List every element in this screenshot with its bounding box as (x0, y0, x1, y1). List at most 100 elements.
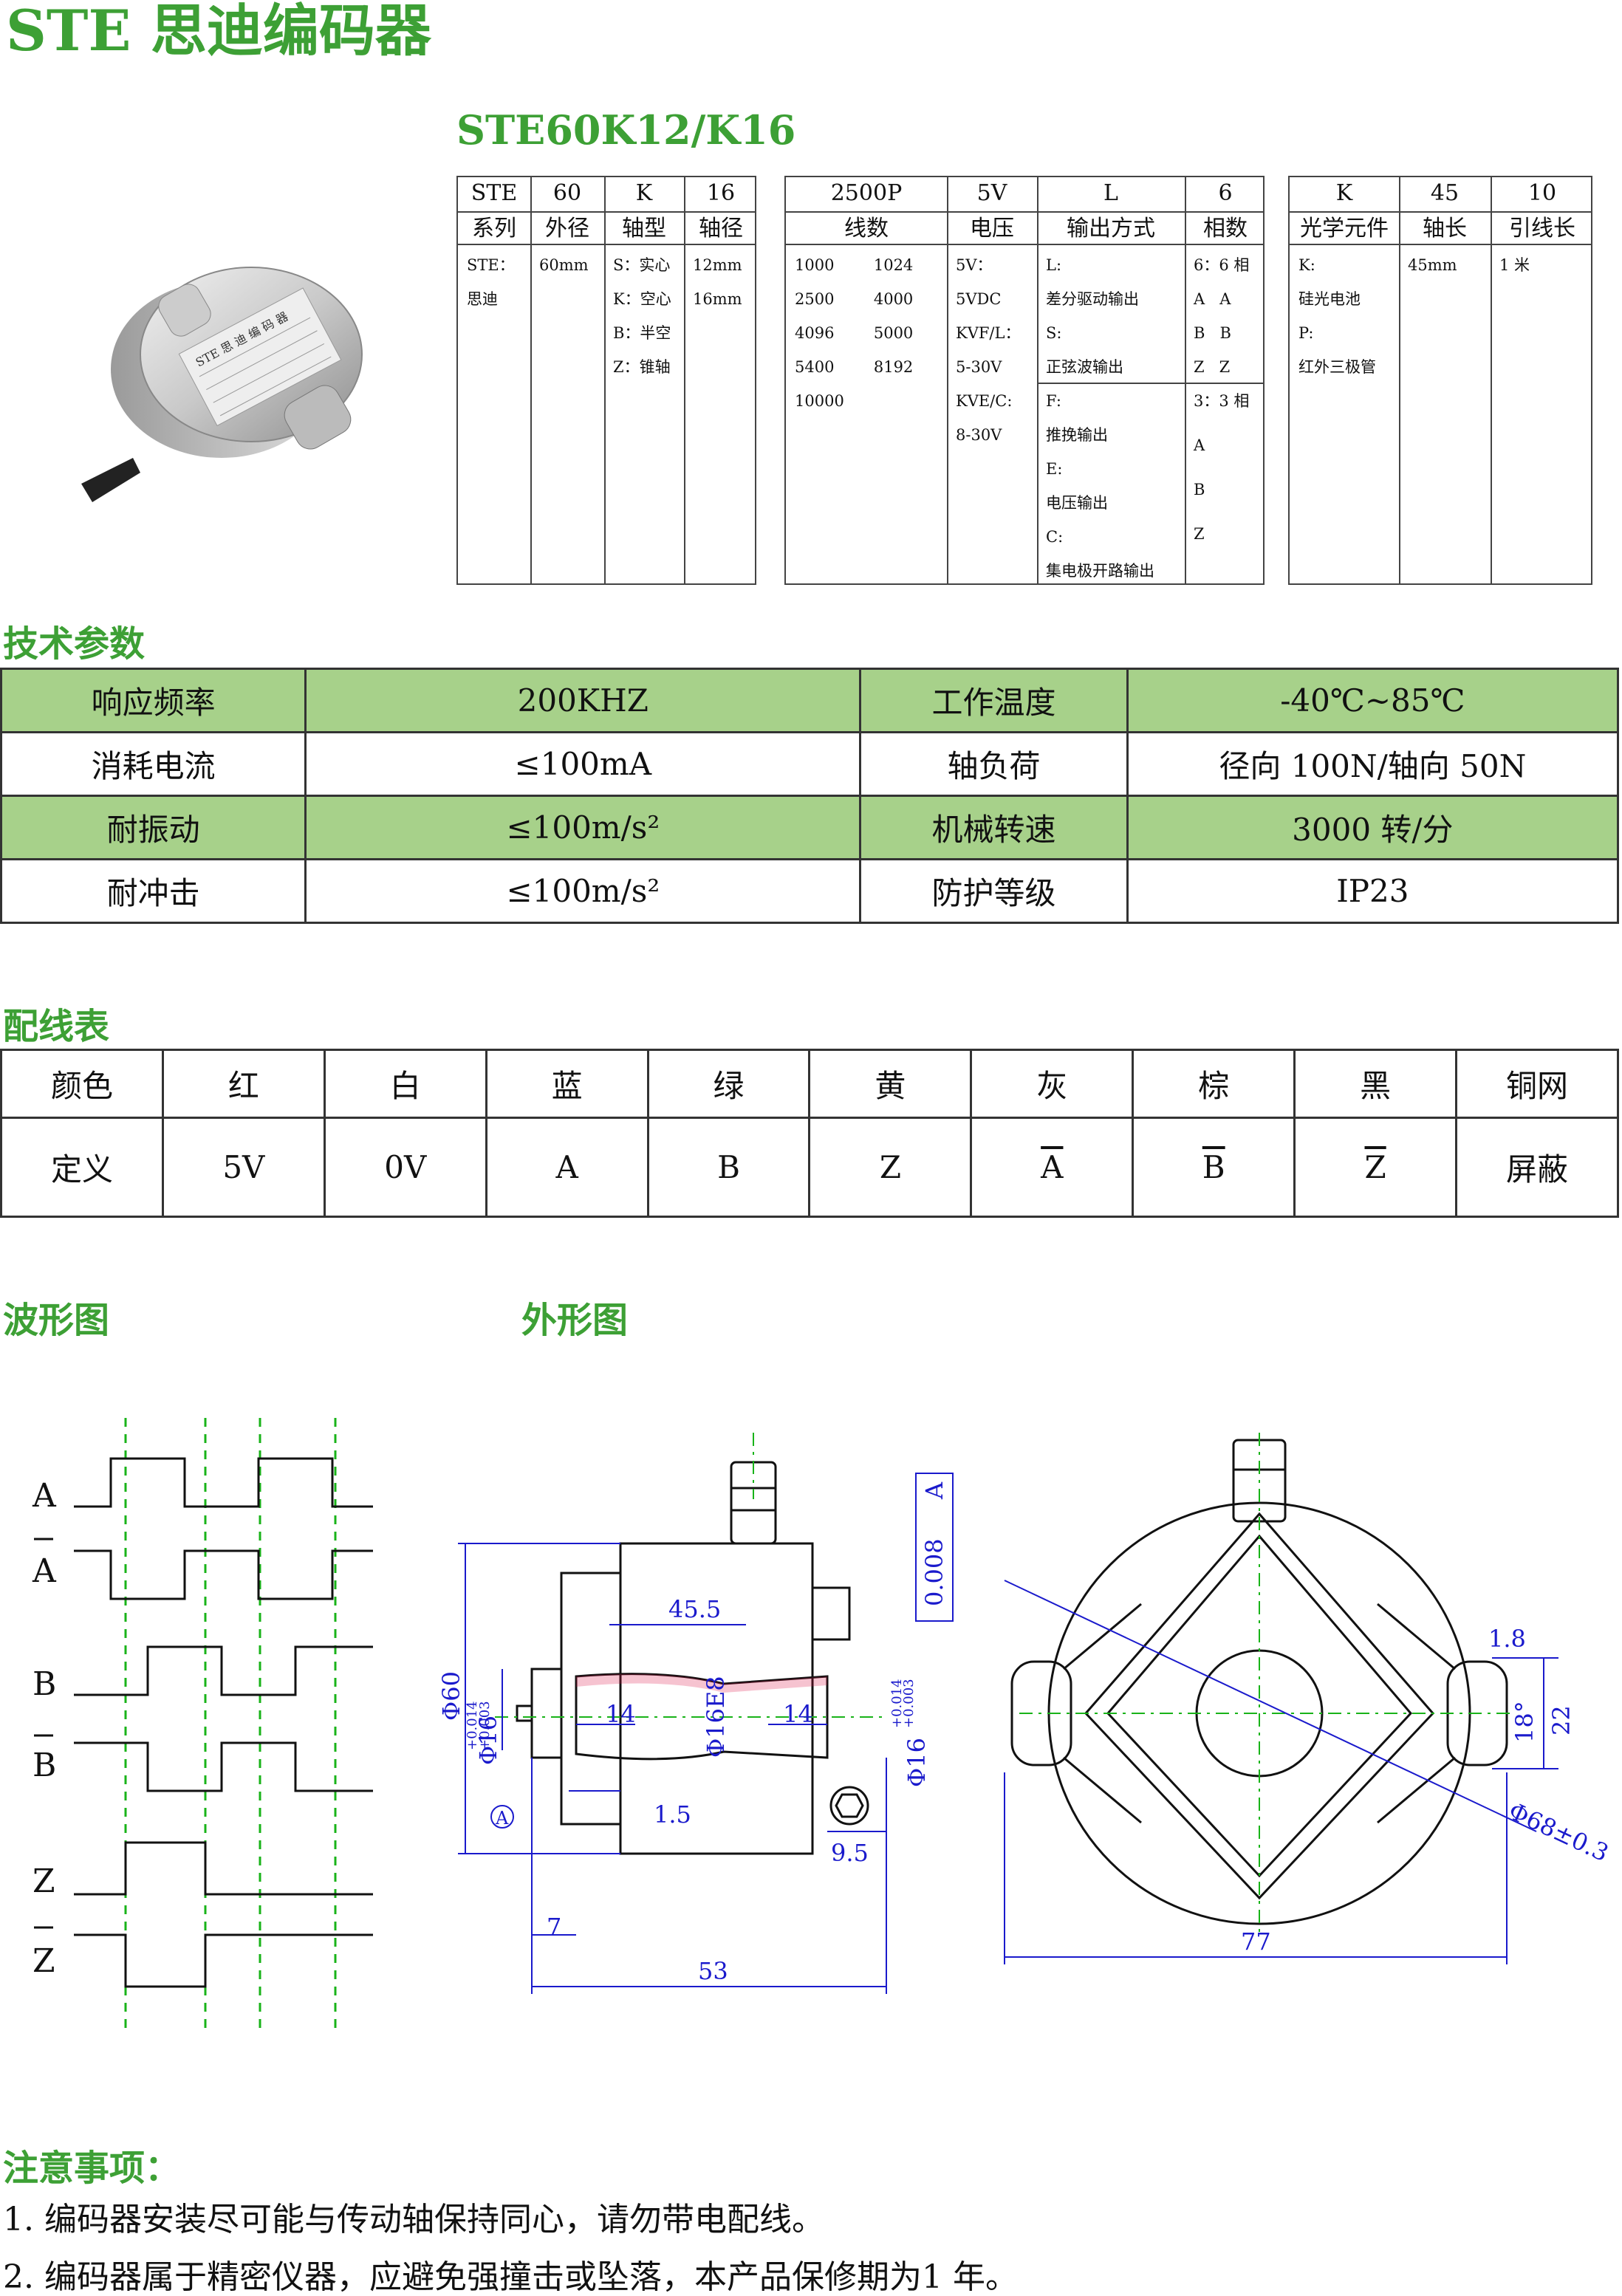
order-code-group-series: STE 60 K 16 系列 外径 轴型 轴径 STE： 思迪 60mm S：实… (456, 176, 756, 585)
wave-z (74, 1841, 373, 1896)
dim-53: 53 (698, 1957, 728, 1985)
order-code-group-output: 2500P 5V L 6 线数 电压 输出方式 相数 1000 1024 250… (784, 176, 1265, 585)
wire-color: 棕 (1132, 1049, 1296, 1119)
wire-def: 5V (161, 1117, 326, 1218)
table-row: 响应频率 200KHZ 工作温度 -40℃~85℃ (0, 668, 1620, 733)
dim-14-left: 14 (606, 1700, 636, 1728)
waveform-diagram: A A B B Z Z (32, 1418, 373, 2031)
table-cell: IP23 (1126, 858, 1620, 924)
dim-phi60: Φ60 (437, 1671, 465, 1721)
table-cell: 工作温度 (859, 668, 1129, 733)
wire-color: 黑 (1293, 1049, 1458, 1119)
dim-1-5: 1.5 (654, 1800, 691, 1829)
options-phase-6: 6：6 相 A A B B Z Z (1194, 256, 1250, 376)
section-notes: 注意事项： (3, 2148, 181, 2189)
table-cell: ≤100m/s² (304, 795, 862, 860)
label-series: 系列 (472, 216, 516, 241)
wire-def: 屏蔽 (1455, 1117, 1619, 1218)
dim-18-deg: 18° (1510, 1701, 1539, 1743)
table-row: 耐振动 ≤100m/s² 机械转速 3000 转/分 (0, 795, 1620, 860)
table-cell: 机械转速 (859, 795, 1129, 860)
dim-tol-lower-left: +0.003 (477, 1701, 493, 1750)
dim-tol-lower-right: +0.003 (901, 1679, 917, 1728)
code-shaft-length: 45 (1430, 180, 1460, 206)
dim-tol-upper-left: +0.014 (465, 1701, 480, 1750)
table-cell: ≤100mA (304, 731, 862, 797)
options-shaft-dia: 12mm 16mm (693, 256, 742, 308)
label-diameter: 外径 (545, 216, 589, 241)
section-waveform: 波形图 (3, 1300, 110, 1341)
code-series: STE (470, 180, 518, 206)
wave-label-z-bar: Z (32, 1942, 55, 1980)
order-code-group-optics: K 45 10 光学元件 轴长 引线长 K: 硅光电池 P: 红外三极管 45m… (1288, 176, 1592, 585)
code-cable-length: 10 (1527, 180, 1557, 206)
code-voltage: 5V (976, 180, 1007, 206)
table-row: 定义 5V 0V A B Z A B Z 屏蔽 (0, 1117, 1619, 1218)
table-cell: 200KHZ (304, 668, 862, 733)
table-cell: 消耗电流 (0, 731, 307, 797)
wire-color: 白 (323, 1049, 487, 1119)
label-output: 输出方式 (1067, 216, 1155, 241)
wave-label-a-bar: A (32, 1552, 57, 1590)
options-cable-length: 1 米 (1499, 256, 1530, 274)
label-resolution: 线数 (844, 216, 889, 241)
encoder-photo: STE 思 迪 编 码 器 (81, 267, 363, 502)
tech-table: 响应频率 200KHZ 工作温度 -40℃~85℃ 消耗电流 ≤100mA 轴负… (0, 668, 1620, 924)
wire-color: 蓝 (485, 1049, 649, 1119)
wave-z-bar (74, 1933, 373, 1988)
dim-45-5: 45.5 (668, 1595, 721, 1623)
table-cell: 响应频率 (0, 668, 307, 733)
options-phase-3: 3：3 相 A B Z (1194, 392, 1250, 543)
options-output-diff: L: 差分驱动输出 S: 正弦波输出 (1046, 256, 1139, 376)
table-cell: 防护等级 (859, 858, 1129, 924)
dim-7: 7 (547, 1913, 561, 1941)
wave-label-a: A (32, 1477, 57, 1515)
wave-label-b: B (32, 1665, 56, 1703)
label-shaft-dia: 轴径 (699, 216, 743, 241)
options-series: STE： 思迪 (467, 256, 515, 308)
section-outline: 外形图 (521, 1300, 629, 1341)
wire-def: Z (808, 1117, 973, 1218)
options-shaft-length: 45mm (1408, 256, 1457, 274)
outline-side-view: 45.5 Φ60 Φ16 +0.014 +0.003 14 Φ16E8 14 +… (437, 1433, 954, 1994)
options-shaft-type: S：实心 K：空心 B：半空 Z：锥轴 (613, 256, 671, 376)
table-cell: 耐振动 (0, 795, 307, 860)
dim-22: 22 (1547, 1705, 1575, 1735)
label-phase: 相数 (1203, 216, 1248, 241)
wave-label-b-bar: B (32, 1747, 56, 1784)
outline-front-view: 1.8 18° 22 Φ68±0.3 77 (1004, 1433, 1613, 1964)
code-resolution: 2500P (830, 180, 903, 206)
dim-phi16e8: Φ16E8 (702, 1676, 730, 1758)
wave-a-bar (74, 1549, 373, 1600)
wave-b-bar (74, 1741, 373, 1792)
table-cell: 径向 100N/轴向 50N (1126, 731, 1620, 797)
wire-color: 红 (161, 1049, 326, 1119)
wire-def: A (485, 1117, 649, 1218)
dim-1-8: 1.8 (1488, 1625, 1526, 1653)
runout-tolerance: 0.008 (920, 1538, 948, 1606)
dim-phi68: Φ68±0.3 (1505, 1797, 1613, 1868)
model-title: STE60K12/K16 (456, 106, 796, 154)
dim-phi16-right: Φ16 (903, 1738, 931, 1787)
code-phase: 6 (1218, 180, 1233, 206)
wire-def: B (646, 1117, 811, 1218)
brand-title: STE 思迪编码器 (6, 0, 431, 64)
note-2: 2. 编码器属于精密仪器，应避免强撞击或坠落，本产品保修期为1 年。 (3, 2258, 1018, 2296)
table-row: 颜色 红 白 蓝 绿 黄 灰 棕 黑 铜网 (0, 1049, 1619, 1119)
table-cell: 轴负荷 (859, 731, 1129, 797)
code-diameter: 60 (552, 180, 582, 206)
wire-def: B (1132, 1117, 1296, 1218)
wire-def: 0V (323, 1117, 487, 1218)
wiring-table: 颜色 红 白 蓝 绿 黄 灰 棕 黑 铜网 定义 5V 0V A B Z A B… (0, 1049, 1619, 1218)
code-shaft-type: K (635, 180, 653, 206)
wire-color: 灰 (970, 1049, 1135, 1119)
options-optics: K: 硅光电池 P: 红外三极管 (1298, 256, 1376, 376)
options-resolution: 1000 1024 2500 4000 4096 5000 5400 8192 … (795, 256, 914, 410)
code-shaft-dia: 16 (706, 180, 736, 206)
wire-color: 绿 (646, 1049, 811, 1119)
label-cable-length: 引线长 (1509, 216, 1575, 241)
dim-phi16-left: Φ16 (474, 1716, 502, 1765)
datum-a: A (495, 1808, 509, 1829)
dim-14-right: 14 (783, 1700, 813, 1728)
dim-tol-upper-right: +0.014 (889, 1679, 905, 1728)
